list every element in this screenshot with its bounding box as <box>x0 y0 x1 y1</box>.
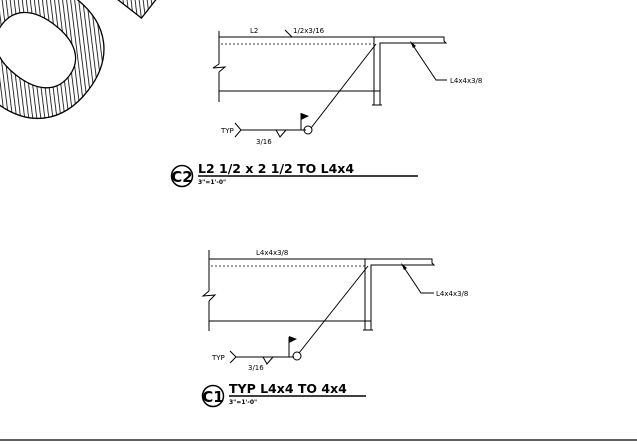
c1-weld-size: 3/16 <box>248 364 264 372</box>
watermark: OIL B <box>0 0 394 175</box>
c2-title: L2 1/2 x 2 1/2 TO L4x4 <box>198 161 354 176</box>
c2-scale: 3"=1'-0" <box>198 179 226 186</box>
c2-detail-number: C2 <box>171 168 192 186</box>
c1-right-label: L4x4x3/8 <box>436 290 468 298</box>
detail-c2: L4x4x3/8 L2 1/2x3/16 TYP 3/16 C2 L2 1/2 … <box>170 27 482 188</box>
c1-title-block: C1 TYP L4x4 TO 4x4 3"=1'-0" <box>201 381 366 408</box>
detail-c1: L4x4x3/8 L4x4x3/8 TYP 3/16 C1 TYP L4x4 T… <box>201 249 468 408</box>
c2-right-label: L4x4x3/8 <box>450 77 482 85</box>
c2-angle-section <box>372 36 448 106</box>
c1-diagonal-line <box>298 265 369 354</box>
c2-top-label-b: 1/2x3/16 <box>293 27 325 35</box>
c2-beam <box>212 31 374 102</box>
c2-weld-size: 3/16 <box>256 138 272 146</box>
c1-angle-section <box>363 258 436 331</box>
c1-scale: 3"=1'-0" <box>229 399 257 406</box>
c2-diagonal-line <box>310 43 377 129</box>
c2-title-block: C2 L2 1/2 x 2 1/2 TO L4x4 3"=1'-0" <box>170 161 418 188</box>
c2-weld-side: TYP <box>220 127 234 135</box>
c1-right-leader <box>402 265 434 294</box>
c1-detail-number: C1 <box>202 388 223 406</box>
c1-beam <box>201 250 365 331</box>
c1-title: TYP L4x4 TO 4x4 <box>229 381 347 396</box>
c2-top-label-a: L2 <box>250 27 258 35</box>
watermark-text: OIL B <box>0 0 393 174</box>
c1-top-label: L4x4x3/8 <box>256 249 288 257</box>
c2-right-leader <box>411 43 447 81</box>
c1-weld-side: TYP <box>211 354 225 362</box>
c2-weld-symbol: TYP 3/16 <box>220 113 313 146</box>
c1-weld-symbol: TYP 3/16 <box>211 336 302 372</box>
